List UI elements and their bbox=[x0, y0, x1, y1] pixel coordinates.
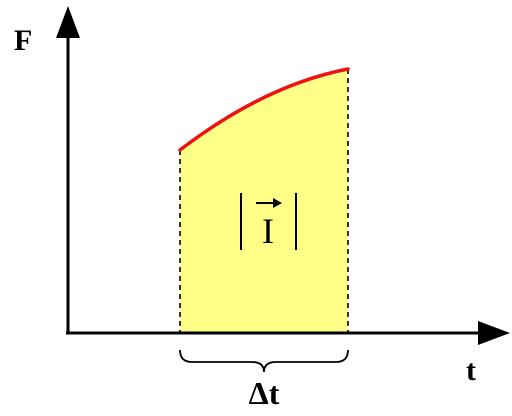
force-curve bbox=[178, 67, 350, 152]
x-axis-arrowhead bbox=[478, 321, 510, 345]
impulse-magnitude-label: I bbox=[240, 193, 297, 251]
y-axis-label: F bbox=[14, 24, 32, 57]
y-axis-arrowhead bbox=[56, 6, 80, 38]
vector-arrow-icon bbox=[256, 198, 282, 208]
interval-label: Δt bbox=[249, 375, 280, 411]
impulse-symbol: I bbox=[262, 211, 274, 251]
x-axis-label: t bbox=[466, 354, 476, 387]
impulse-area bbox=[180, 69, 348, 333]
interval-brace bbox=[179, 349, 349, 373]
